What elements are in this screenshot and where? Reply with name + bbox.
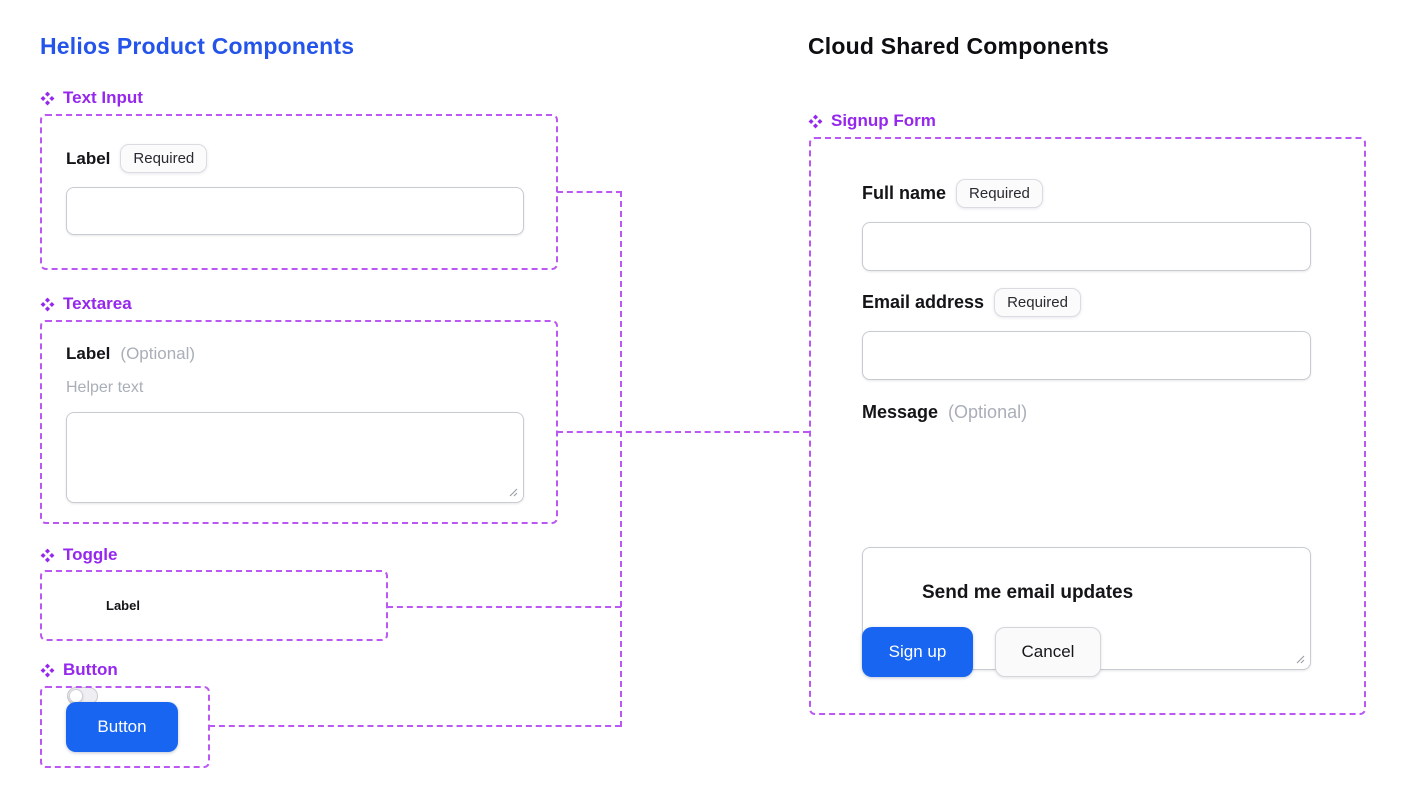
component-diamond-icon — [40, 548, 55, 562]
toggle-label: Label — [106, 598, 140, 613]
component-label-text: Text Input — [63, 88, 143, 107]
component-label-text: Signup Form — [831, 111, 936, 130]
full-name-input[interactable] — [862, 222, 1311, 271]
field-label: Full name — [862, 183, 947, 203]
component-label-textarea: Textarea — [40, 294, 132, 314]
full-name-label-row: Full name Required — [862, 179, 1043, 208]
component-label-text: Toggle — [63, 545, 118, 564]
right-panel-title: Cloud Shared Components — [808, 33, 1110, 59]
required-badge: Required — [956, 179, 1043, 208]
button-component-boundary — [40, 686, 210, 768]
text-input-field[interactable] — [66, 187, 524, 235]
component-label-text: Textarea — [63, 294, 132, 313]
textarea-label-row: Label (Optional) — [66, 344, 195, 364]
component-diamond-icon — [808, 114, 823, 128]
textarea-field[interactable] — [66, 412, 524, 503]
toggle-component-boundary — [40, 570, 388, 641]
required-badge: Required — [994, 288, 1081, 317]
component-label-button: Button — [40, 660, 118, 680]
optional-hint: (Optional) — [120, 344, 196, 363]
helper-text: Helper text — [66, 379, 144, 396]
component-diamond-icon — [40, 91, 55, 105]
component-label-text: Button — [63, 660, 118, 679]
resize-handle-icon[interactable] — [1294, 653, 1305, 664]
connector-button — [209, 725, 621, 727]
field-label: Email address — [862, 292, 985, 312]
connector-trunk — [620, 191, 622, 727]
component-label-signup-form: Signup Form — [808, 111, 936, 131]
component-diamond-icon — [40, 297, 55, 311]
component-label-text-input: Text Input — [40, 88, 143, 108]
signup-form-boundary — [809, 137, 1366, 715]
optional-hint: (Optional) — [948, 402, 1028, 422]
connector-toggle — [387, 606, 621, 608]
cancel-button[interactable]: Cancel — [995, 627, 1101, 677]
resize-handle-icon[interactable] — [507, 486, 518, 497]
text-input-label-row: Label Required — [66, 144, 208, 173]
field-label: Message — [862, 402, 939, 422]
sign-up-button[interactable]: Sign up — [862, 627, 973, 677]
textarea-component-boundary — [40, 320, 558, 524]
connector-text-input — [557, 191, 622, 193]
component-label-toggle: Toggle — [40, 545, 117, 565]
message-label-row: Message (Optional) — [862, 402, 1027, 423]
left-panel-title: Helios Product Components — [40, 33, 355, 59]
email-label-row: Email address Required — [862, 288, 1081, 317]
primary-button[interactable]: Button — [66, 702, 178, 752]
component-diamond-icon — [40, 663, 55, 677]
field-label: Label — [66, 344, 111, 363]
email-updates-label: Send me email updates — [922, 582, 1134, 603]
email-input[interactable] — [862, 331, 1311, 380]
required-badge: Required — [120, 144, 208, 173]
field-label: Label — [66, 148, 111, 168]
connector-textarea-to-form — [557, 431, 809, 433]
